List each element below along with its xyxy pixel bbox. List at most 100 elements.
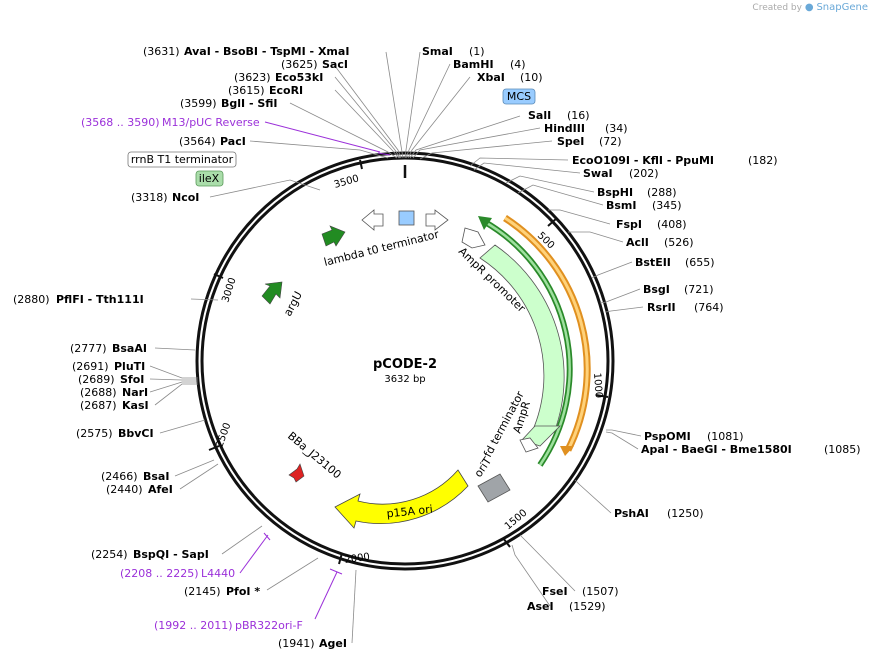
feature-label-argu: argU xyxy=(281,289,305,318)
site-pos: (721) xyxy=(684,283,714,296)
rrnb-label-box xyxy=(127,151,237,168)
site-name: SfoI xyxy=(120,373,144,386)
site-name: PacI xyxy=(220,135,246,148)
site-pos: (2691) xyxy=(72,360,109,373)
lambda-terminator-right-arrow xyxy=(425,209,449,231)
site-name: HindIII xyxy=(544,122,585,135)
site-name: PluTI xyxy=(114,360,145,373)
site-pos: (655) xyxy=(685,256,715,269)
site-name: RsrII xyxy=(647,301,676,314)
site-pos: (408) xyxy=(657,218,687,231)
site-name: BsaI xyxy=(143,470,169,483)
bba-j23100-arrow xyxy=(288,463,305,483)
site-name: BsgI xyxy=(643,283,670,296)
site-pos: (2575) xyxy=(76,427,113,440)
site-name: SacI xyxy=(322,58,348,71)
site-pos: (3625) xyxy=(281,58,318,71)
site-pos: (526) xyxy=(664,236,694,249)
primer-lines xyxy=(239,121,391,620)
site-name: PflFI - Tth111I xyxy=(56,293,144,306)
site-pos: (2689) xyxy=(78,373,115,386)
tick-1000: 1000 xyxy=(591,372,604,398)
site-name: EcoRI xyxy=(269,84,303,97)
site-pos: (2466) xyxy=(101,470,138,483)
site-name: BsmI xyxy=(606,199,637,212)
site-pos: (16) xyxy=(567,109,590,122)
site-name: SwaI xyxy=(583,167,613,180)
tick-2000: 2000 xyxy=(344,552,371,566)
site-pos: (2687) xyxy=(80,399,117,412)
argu-arrow xyxy=(261,281,283,305)
tick-3000: 3000 xyxy=(220,276,238,304)
primer-pos: (3568 .. 3590) xyxy=(81,116,160,129)
site-name: EcoO109I - KflI - PpuMI xyxy=(572,154,714,167)
site-name: PspOMI xyxy=(644,430,691,443)
ampr-orange-arrowhead xyxy=(560,446,574,456)
site-pos: (10) xyxy=(520,71,543,84)
site-name: SpeI xyxy=(557,135,584,148)
site-name: AfeI xyxy=(148,483,173,496)
site-name: FspI xyxy=(616,218,642,231)
ring-ticks xyxy=(208,159,609,565)
site-name: AgeI xyxy=(319,637,347,650)
site-pos: (345) xyxy=(652,199,682,212)
snapgene-logo: ● xyxy=(804,2,814,13)
orit-feature xyxy=(477,473,511,503)
mcs-feature-block xyxy=(398,210,415,226)
plasmid-length: 3632 bp xyxy=(384,374,425,385)
site-name: FseI xyxy=(542,585,568,598)
left-sites: (2880) PflFI - Tth111I (2777) BsaAI (269… xyxy=(13,293,347,650)
site-name: ApaI - BaeGI - Bme1580I xyxy=(641,443,792,456)
site-pos: (1507) xyxy=(582,585,619,598)
ampr-orange-arc-inner xyxy=(504,216,589,451)
lambda-terminator-left-arrow xyxy=(361,209,384,231)
site-pos: (4) xyxy=(510,58,526,71)
primer-name: L4440 xyxy=(201,567,235,580)
ilex-label-box xyxy=(195,170,224,187)
site-pos: (182) xyxy=(748,154,778,167)
primer-pos: (2208 .. 2225) xyxy=(120,567,199,580)
mcs-label: MCS xyxy=(507,90,531,103)
site-name: PshAI xyxy=(614,507,649,520)
site-pos: (72) xyxy=(599,135,622,148)
site-pos: (3615) xyxy=(228,84,265,97)
site-pos: (2777) xyxy=(70,342,107,355)
rrnb-label: rrnB T1 terminator xyxy=(131,153,234,166)
site-name: KasI xyxy=(122,399,149,412)
connector-lines xyxy=(149,51,644,644)
site-pos: (1085) xyxy=(824,443,861,456)
fd-terminator-arrow xyxy=(519,437,539,453)
site-pos: (2440) xyxy=(106,483,143,496)
site-pos: (3318) xyxy=(131,191,168,204)
site-name: SalI xyxy=(528,109,551,122)
site-name: BbvCI xyxy=(118,427,154,440)
ampr-promoter-arrow xyxy=(461,227,486,249)
site-name: SmaI xyxy=(422,45,453,58)
site-pos: (34) xyxy=(605,122,628,135)
site-name: BglI - SfiI xyxy=(221,97,278,110)
tick-1500: 1500 xyxy=(503,508,530,533)
site-pos: (288) xyxy=(647,186,677,199)
site-pos: (2254) xyxy=(91,548,128,561)
tick-2500: 2500 xyxy=(214,421,233,449)
ilex-label: ileX xyxy=(199,172,220,185)
credit-prefix: Created by xyxy=(752,3,802,13)
site-pos: (2145) xyxy=(184,585,221,598)
site-pos: (1941) xyxy=(278,637,315,650)
site-name: AvaI - BsoBI - TspMI - XmaI xyxy=(184,45,349,58)
site-pos: (2880) xyxy=(13,293,50,306)
ilex-arrow xyxy=(321,225,346,247)
site-pos: (764) xyxy=(694,301,724,314)
ampr-green-arrowhead xyxy=(478,216,492,230)
ampr-green-arc-inner xyxy=(484,220,571,466)
site-name: NarI xyxy=(122,386,148,399)
credit-brand: SnapGene xyxy=(816,2,868,13)
site-pos: (1081) xyxy=(707,430,744,443)
site-name: XbaI xyxy=(477,71,505,84)
site-pos: (1529) xyxy=(569,600,606,613)
primer-labels: (3568 .. 3590) M13/pUC Reverse (2208 .. … xyxy=(81,116,303,632)
plasmid-name: pCODE-2 xyxy=(373,357,437,372)
top-left-sites: (3631) AvaI - BsoBI - TspMI - XmaI (3625… xyxy=(131,45,349,204)
site-name: AclI xyxy=(626,236,649,249)
site-name: Eco53kI xyxy=(275,71,323,84)
